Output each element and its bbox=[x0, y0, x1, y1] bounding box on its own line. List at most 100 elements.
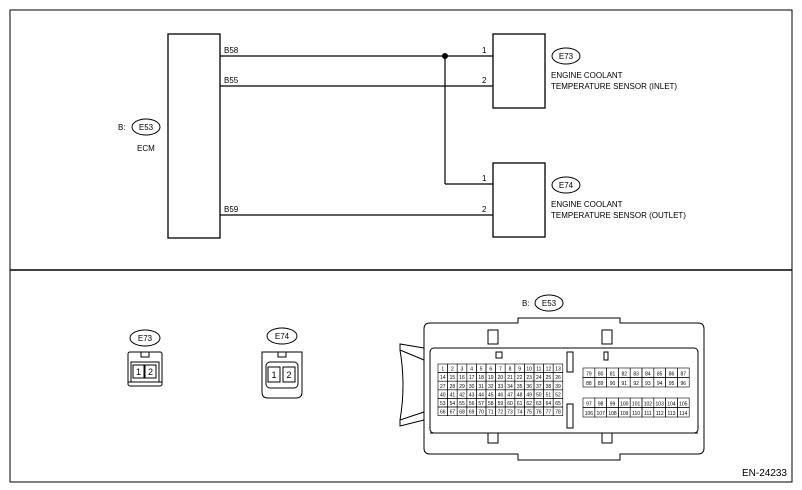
e53-pin-label: 18 bbox=[478, 375, 484, 381]
e53-pin-label: 25 bbox=[546, 375, 552, 381]
ecm-pin-b55: B55 bbox=[224, 76, 239, 85]
e53-pin-label: 38 bbox=[546, 384, 552, 390]
e53-pin-label: 14 bbox=[440, 375, 446, 381]
e53-pin-label: 98 bbox=[598, 402, 604, 408]
e53-pin-label: 77 bbox=[546, 410, 552, 416]
e53-pin-label: 3 bbox=[461, 367, 464, 373]
e53-pin-label: 75 bbox=[526, 410, 532, 416]
e53-pin-label: 103 bbox=[656, 402, 665, 408]
e53-pin-label: 1 bbox=[441, 367, 444, 373]
ecm-box bbox=[167, 33, 221, 239]
e53-pin-label: 5 bbox=[480, 367, 483, 373]
e53-pin-label: 62 bbox=[526, 401, 532, 407]
e53-connector-body bbox=[399, 317, 705, 461]
e53-pin-label: 43 bbox=[469, 392, 475, 398]
sensor-inlet-pin-1: 1 bbox=[482, 46, 487, 55]
e53-pin-label: 47 bbox=[507, 392, 513, 398]
e53-pin-label: 27 bbox=[440, 384, 446, 390]
sensor-inlet-connector-badge bbox=[551, 47, 581, 65]
e53-pin-label: 15 bbox=[450, 375, 456, 381]
e53-pin-label: 84 bbox=[645, 372, 651, 378]
e53-pin-label: 16 bbox=[459, 375, 465, 381]
e53-pin-label: 83 bbox=[633, 372, 639, 378]
e53-pin-label: 57 bbox=[478, 401, 484, 407]
e53-pin-label: 33 bbox=[498, 384, 504, 390]
e53-pin-cell bbox=[677, 377, 690, 388]
e53-pin-label: 78 bbox=[555, 410, 561, 416]
e53-pin-cell bbox=[552, 406, 564, 416]
e74-pin-2: 2 bbox=[286, 370, 291, 380]
e53-pin-label: 23 bbox=[526, 375, 532, 381]
e53-badge-label: E53 bbox=[542, 299, 557, 308]
e53-pin-label: 73 bbox=[507, 410, 513, 416]
e53-pin-label: 37 bbox=[536, 384, 542, 390]
sensor-outlet-box bbox=[492, 162, 546, 238]
splice-point bbox=[442, 53, 448, 59]
e53-pin-label: 76 bbox=[536, 410, 542, 416]
e53-prefix: B: bbox=[522, 299, 530, 308]
e53-pin-label: 39 bbox=[555, 384, 561, 390]
ecm-connector-prefix: B: bbox=[118, 123, 126, 132]
e53-pin-label: 68 bbox=[459, 410, 465, 416]
e53-pin-label: 34 bbox=[507, 384, 513, 390]
e53-pin-label: 31 bbox=[478, 384, 484, 390]
e74-pin-1: 1 bbox=[271, 370, 276, 380]
e53-pin-label: 106 bbox=[585, 411, 594, 417]
e53-pin-label: 108 bbox=[608, 411, 617, 417]
e53-pin-label: 51 bbox=[546, 392, 552, 398]
sensor-outlet-connector-badge bbox=[551, 176, 581, 194]
sensor-outlet-connector-label: E74 bbox=[559, 181, 574, 190]
e74-badge-label: E74 bbox=[275, 332, 290, 341]
e53-pin-label: 20 bbox=[498, 375, 504, 381]
e53-pin-label: 102 bbox=[644, 402, 653, 408]
e53-pin-label: 89 bbox=[598, 381, 604, 387]
e53-pin-label: 48 bbox=[517, 392, 523, 398]
e53-pin-label: 61 bbox=[517, 401, 523, 407]
e53-pin-label: 65 bbox=[555, 401, 561, 407]
e53-pin-label: 46 bbox=[498, 392, 504, 398]
e53-pin-label: 12 bbox=[546, 367, 552, 373]
e53-pin-label: 101 bbox=[632, 402, 641, 408]
e53-pin-label: 13 bbox=[555, 367, 561, 373]
e53-pin-label: 105 bbox=[679, 402, 688, 408]
e53-pin-label: 109 bbox=[620, 411, 629, 417]
e53-pin-label: 32 bbox=[488, 384, 494, 390]
e53-pin-label: 54 bbox=[450, 401, 456, 407]
e53-pin-label: 100 bbox=[620, 402, 629, 408]
sensor-inlet-connector-label: E73 bbox=[559, 52, 574, 61]
e53-pin-label: 86 bbox=[669, 372, 675, 378]
e53-pin-label: 8 bbox=[509, 367, 512, 373]
sensor-inlet-pin-2: 2 bbox=[482, 76, 487, 85]
e53-pin-label: 96 bbox=[681, 381, 687, 387]
e53-pin-label: 10 bbox=[526, 367, 532, 373]
e53-pin-label: 99 bbox=[610, 402, 616, 408]
e53-pin-label: 85 bbox=[657, 372, 663, 378]
e53-pin-label: 7 bbox=[499, 367, 502, 373]
e53-pin-label: 82 bbox=[622, 372, 628, 378]
e53-pin-label: 58 bbox=[488, 401, 494, 407]
e53-pin-label: 42 bbox=[459, 392, 465, 398]
e53-pin-label: 67 bbox=[450, 410, 456, 416]
e53-pin-label: 87 bbox=[681, 372, 687, 378]
e53-pin-label: 4 bbox=[470, 367, 473, 373]
e53-pin-label: 92 bbox=[633, 381, 639, 387]
e53-pin-label: 72 bbox=[498, 410, 504, 416]
e53-pin-label: 93 bbox=[645, 381, 651, 387]
e73-badge-label: E73 bbox=[138, 334, 153, 343]
e53-pin-label: 24 bbox=[536, 375, 542, 381]
e53-pin-label: 41 bbox=[450, 392, 456, 398]
e53-pin-label: 9 bbox=[518, 367, 521, 373]
e53-pin-label: 6 bbox=[489, 367, 492, 373]
e53-pin-label: 53 bbox=[440, 401, 446, 407]
e53-pin-label: 69 bbox=[469, 410, 475, 416]
e73-connector bbox=[127, 351, 163, 387]
e53-pin-label: 45 bbox=[488, 392, 494, 398]
e74-badge bbox=[266, 327, 298, 345]
e53-pin-label: 80 bbox=[598, 372, 604, 378]
e53-pin-label: 35 bbox=[517, 384, 523, 390]
e53-pin-label: 70 bbox=[478, 410, 484, 416]
ecm-label: ECM bbox=[137, 144, 155, 153]
